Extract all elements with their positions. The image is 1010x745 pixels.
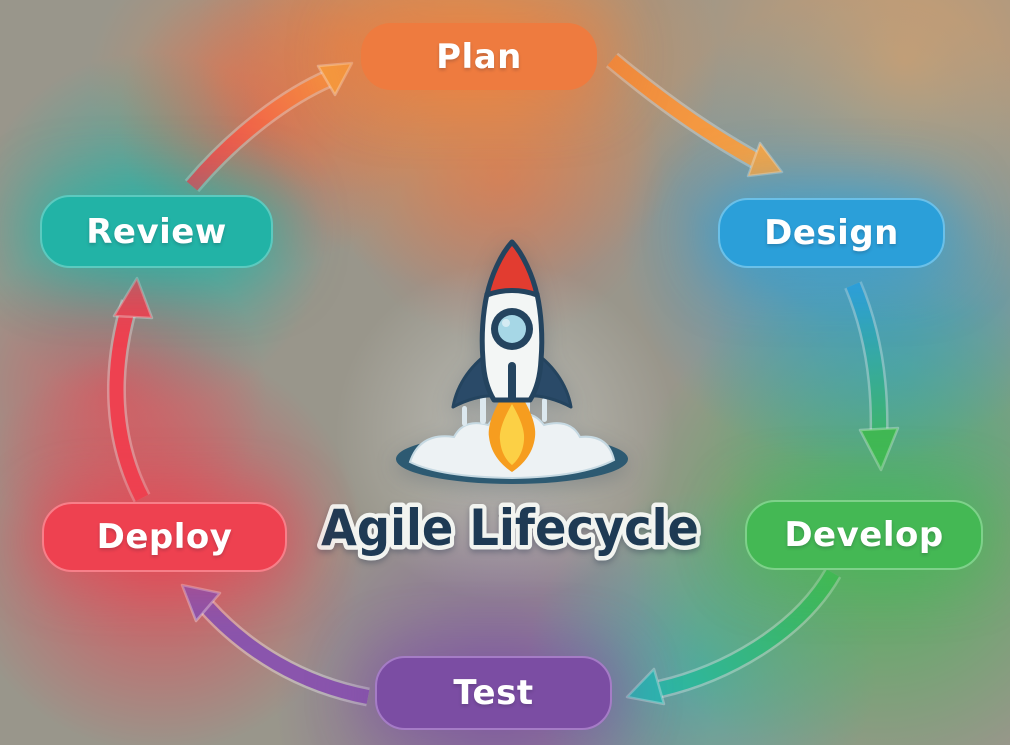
stage-label-deploy: Deploy — [96, 517, 233, 557]
stage-label-review: Review — [86, 211, 227, 252]
arrow-plan-to-design — [605, 52, 784, 178]
rocket-launch-icon — [396, 239, 628, 484]
stage-pill-plan: Plan — [361, 23, 597, 90]
stage-label-plan: Plan — [436, 36, 522, 77]
stage-label-design: Design — [764, 213, 899, 253]
arrow-design-to-develop — [844, 281, 900, 472]
diagram-title-wrap: Agile Lifecycle — [317, 495, 704, 562]
arrow-review-to-plan — [184, 61, 354, 193]
stage-pill-review: Review — [40, 195, 273, 268]
page-title: Agile Lifecycle — [321, 499, 699, 557]
stage-pill-develop: Develop — [745, 500, 983, 570]
arrow-deploy-to-review — [107, 276, 154, 503]
arrow-develop-to-test — [625, 568, 842, 706]
stage-label-test: Test — [453, 673, 534, 713]
arrow-test-to-deploy — [180, 583, 370, 707]
stage-pill-deploy: Deploy — [42, 502, 287, 572]
stage-label-develop: Develop — [784, 515, 944, 555]
stage-pill-test: Test — [375, 656, 612, 730]
stage-pill-design: Design — [718, 198, 945, 268]
